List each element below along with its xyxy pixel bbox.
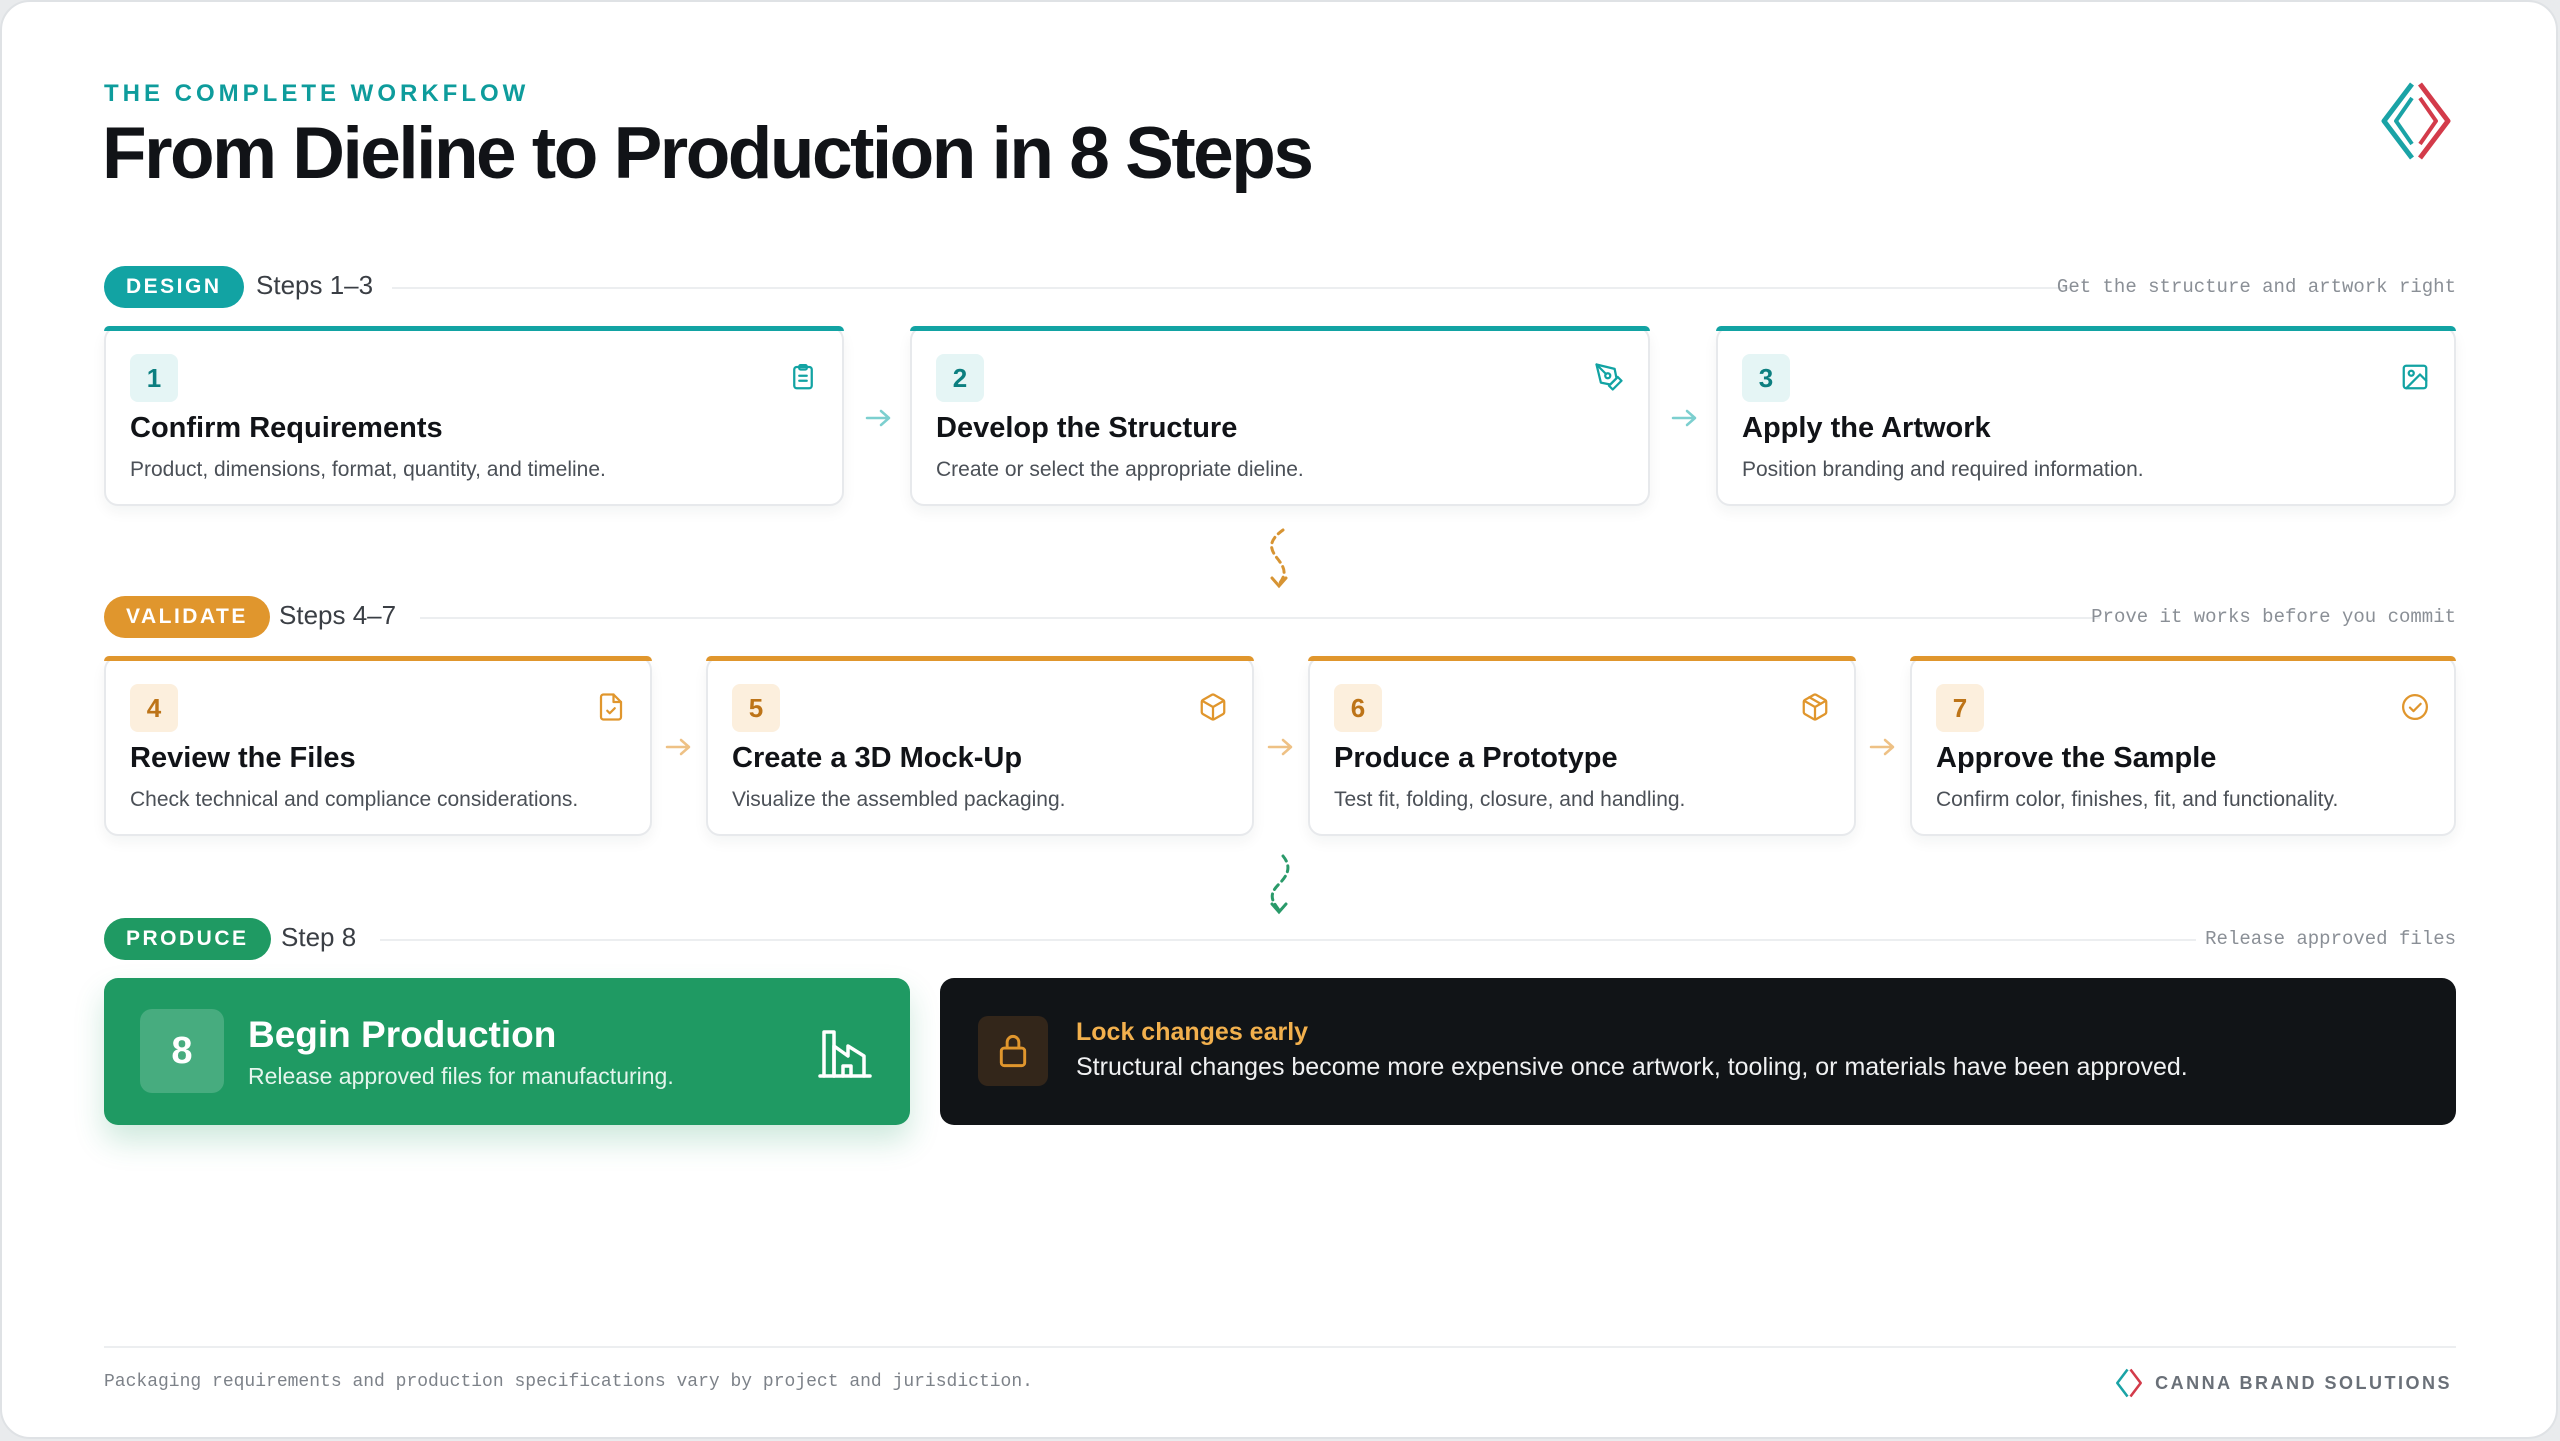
section-header-validate: VALIDATE Steps 4–7 Prove it works before… bbox=[104, 596, 2456, 638]
warning-title: Lock changes early bbox=[1076, 1018, 1309, 1046]
design-note: Get the structure and artwork right bbox=[2056, 276, 2456, 298]
validate-pill: VALIDATE bbox=[104, 596, 270, 638]
section-header-produce: PRODUCE Step 8 Release approved files bbox=[104, 918, 2456, 960]
step-number: 6 bbox=[1334, 684, 1382, 732]
divider bbox=[420, 617, 2100, 619]
brand-logo-icon bbox=[2116, 1368, 2143, 1398]
step-title: Confirm Requirements bbox=[130, 412, 443, 444]
package-icon bbox=[1802, 693, 1828, 721]
production-card: 8 Begin Production Release approved file… bbox=[104, 978, 910, 1125]
design-steps-label: Steps 1–3 bbox=[256, 270, 374, 300]
arrow-right-icon bbox=[865, 409, 891, 427]
lock-icon bbox=[978, 1016, 1048, 1086]
kicker: THE COMPLETE WORKFLOW bbox=[104, 80, 530, 107]
file-check-icon bbox=[599, 693, 623, 721]
box-icon bbox=[1200, 693, 1226, 721]
card-accent-bar bbox=[104, 326, 844, 331]
page-title: From Dieline to Production in 8 Steps bbox=[102, 113, 1314, 194]
divider bbox=[380, 939, 2196, 941]
step-number: 8 bbox=[140, 1009, 224, 1093]
step-description: Test fit, folding, closure, and handling… bbox=[1334, 788, 1686, 811]
clipboard-icon bbox=[793, 364, 813, 390]
arrow-right-icon bbox=[1267, 738, 1293, 756]
check-circle-icon bbox=[2402, 694, 2428, 720]
step-title: Create a 3D Mock-Up bbox=[732, 742, 1023, 774]
card-accent-bar bbox=[1716, 326, 2456, 331]
flow-connector-icon bbox=[1270, 528, 1288, 589]
step-title: Produce a Prototype bbox=[1334, 742, 1618, 774]
warning-description: Structural changes become more expensive… bbox=[1076, 1053, 2188, 1081]
footer-brand: CANNA BRAND SOLUTIONS bbox=[2115, 1368, 2452, 1398]
arrow-right-icon bbox=[1869, 738, 1895, 756]
step-title: Approve the Sample bbox=[1936, 742, 2217, 774]
step-card-3: 3 Apply the Artwork Position branding an… bbox=[1716, 326, 2456, 506]
step-title: Develop the Structure bbox=[936, 412, 1238, 444]
step-number: 7 bbox=[1936, 684, 1984, 732]
pen-tool-icon bbox=[1595, 363, 1623, 391]
image-icon bbox=[2402, 364, 2428, 390]
step-number: 4 bbox=[130, 684, 178, 732]
produce-steps-label: Step 8 bbox=[281, 922, 357, 952]
card-accent-bar bbox=[1910, 656, 2456, 661]
footer-note: Packaging requirements and production sp… bbox=[104, 1372, 1033, 1392]
step-number: 2 bbox=[936, 354, 984, 402]
step-description: Product, dimensions, format, quantity, a… bbox=[130, 458, 606, 481]
card-accent-bar bbox=[706, 656, 1254, 661]
arrow-right-icon bbox=[1671, 409, 1697, 427]
produce-pill: PRODUCE bbox=[104, 918, 271, 960]
brand-name: CANNA BRAND SOLUTIONS bbox=[2155, 1372, 2452, 1393]
flow-connector-icon bbox=[1270, 854, 1290, 915]
step-card-1: 1 Confirm Requirements Product, dimensio… bbox=[104, 326, 844, 506]
validate-steps-label: Steps 4–7 bbox=[279, 600, 397, 630]
card-accent-bar bbox=[1308, 656, 1856, 661]
step-description: Visualize the assembled packaging. bbox=[732, 788, 1066, 811]
card-accent-bar bbox=[910, 326, 1650, 331]
step-card-6: 6 Produce a Prototype Test fit, folding,… bbox=[1308, 656, 1856, 836]
section-header-design: DESIGN Steps 1–3 Get the structure and a… bbox=[104, 266, 2456, 308]
step-title: Apply the Artwork bbox=[1742, 412, 1991, 444]
step-title: Review the Files bbox=[130, 742, 356, 774]
design-pill: DESIGN bbox=[104, 266, 244, 308]
production-title: Begin Production bbox=[248, 1014, 557, 1055]
production-description: Release approved files for manufacturing… bbox=[248, 1063, 674, 1089]
step-description: Position branding and required informati… bbox=[1742, 458, 2144, 481]
step-card-5: 5 Create a 3D Mock-Up Visualize the asse… bbox=[706, 656, 1254, 836]
validate-note: Prove it works before you commit bbox=[2091, 606, 2456, 628]
factory-icon bbox=[818, 1030, 872, 1078]
arrow-right-icon bbox=[665, 738, 691, 756]
step-number: 5 bbox=[732, 684, 780, 732]
step-card-2: 2 Develop the Structure Create or select… bbox=[910, 326, 1650, 506]
divider bbox=[392, 287, 2072, 289]
warning-callout: Lock changes early Structural changes be… bbox=[940, 978, 2456, 1125]
step-card-4: 4 Review the Files Check technical and c… bbox=[104, 656, 652, 836]
step-number: 3 bbox=[1742, 354, 1790, 402]
step-description: Confirm color, finishes, fit, and functi… bbox=[1936, 788, 2339, 811]
produce-note: Release approved files bbox=[2205, 928, 2456, 950]
step-description: Create or select the appropriate dieline… bbox=[936, 458, 1304, 481]
step-number: 1 bbox=[130, 354, 178, 402]
step-card-7: 7 Approve the Sample Confirm color, fini… bbox=[1910, 656, 2456, 836]
step-description: Check technical and compliance considera… bbox=[130, 788, 579, 811]
footer-divider bbox=[104, 1346, 2456, 1348]
brand-logo-icon bbox=[2381, 82, 2451, 160]
card-accent-bar bbox=[104, 656, 652, 661]
